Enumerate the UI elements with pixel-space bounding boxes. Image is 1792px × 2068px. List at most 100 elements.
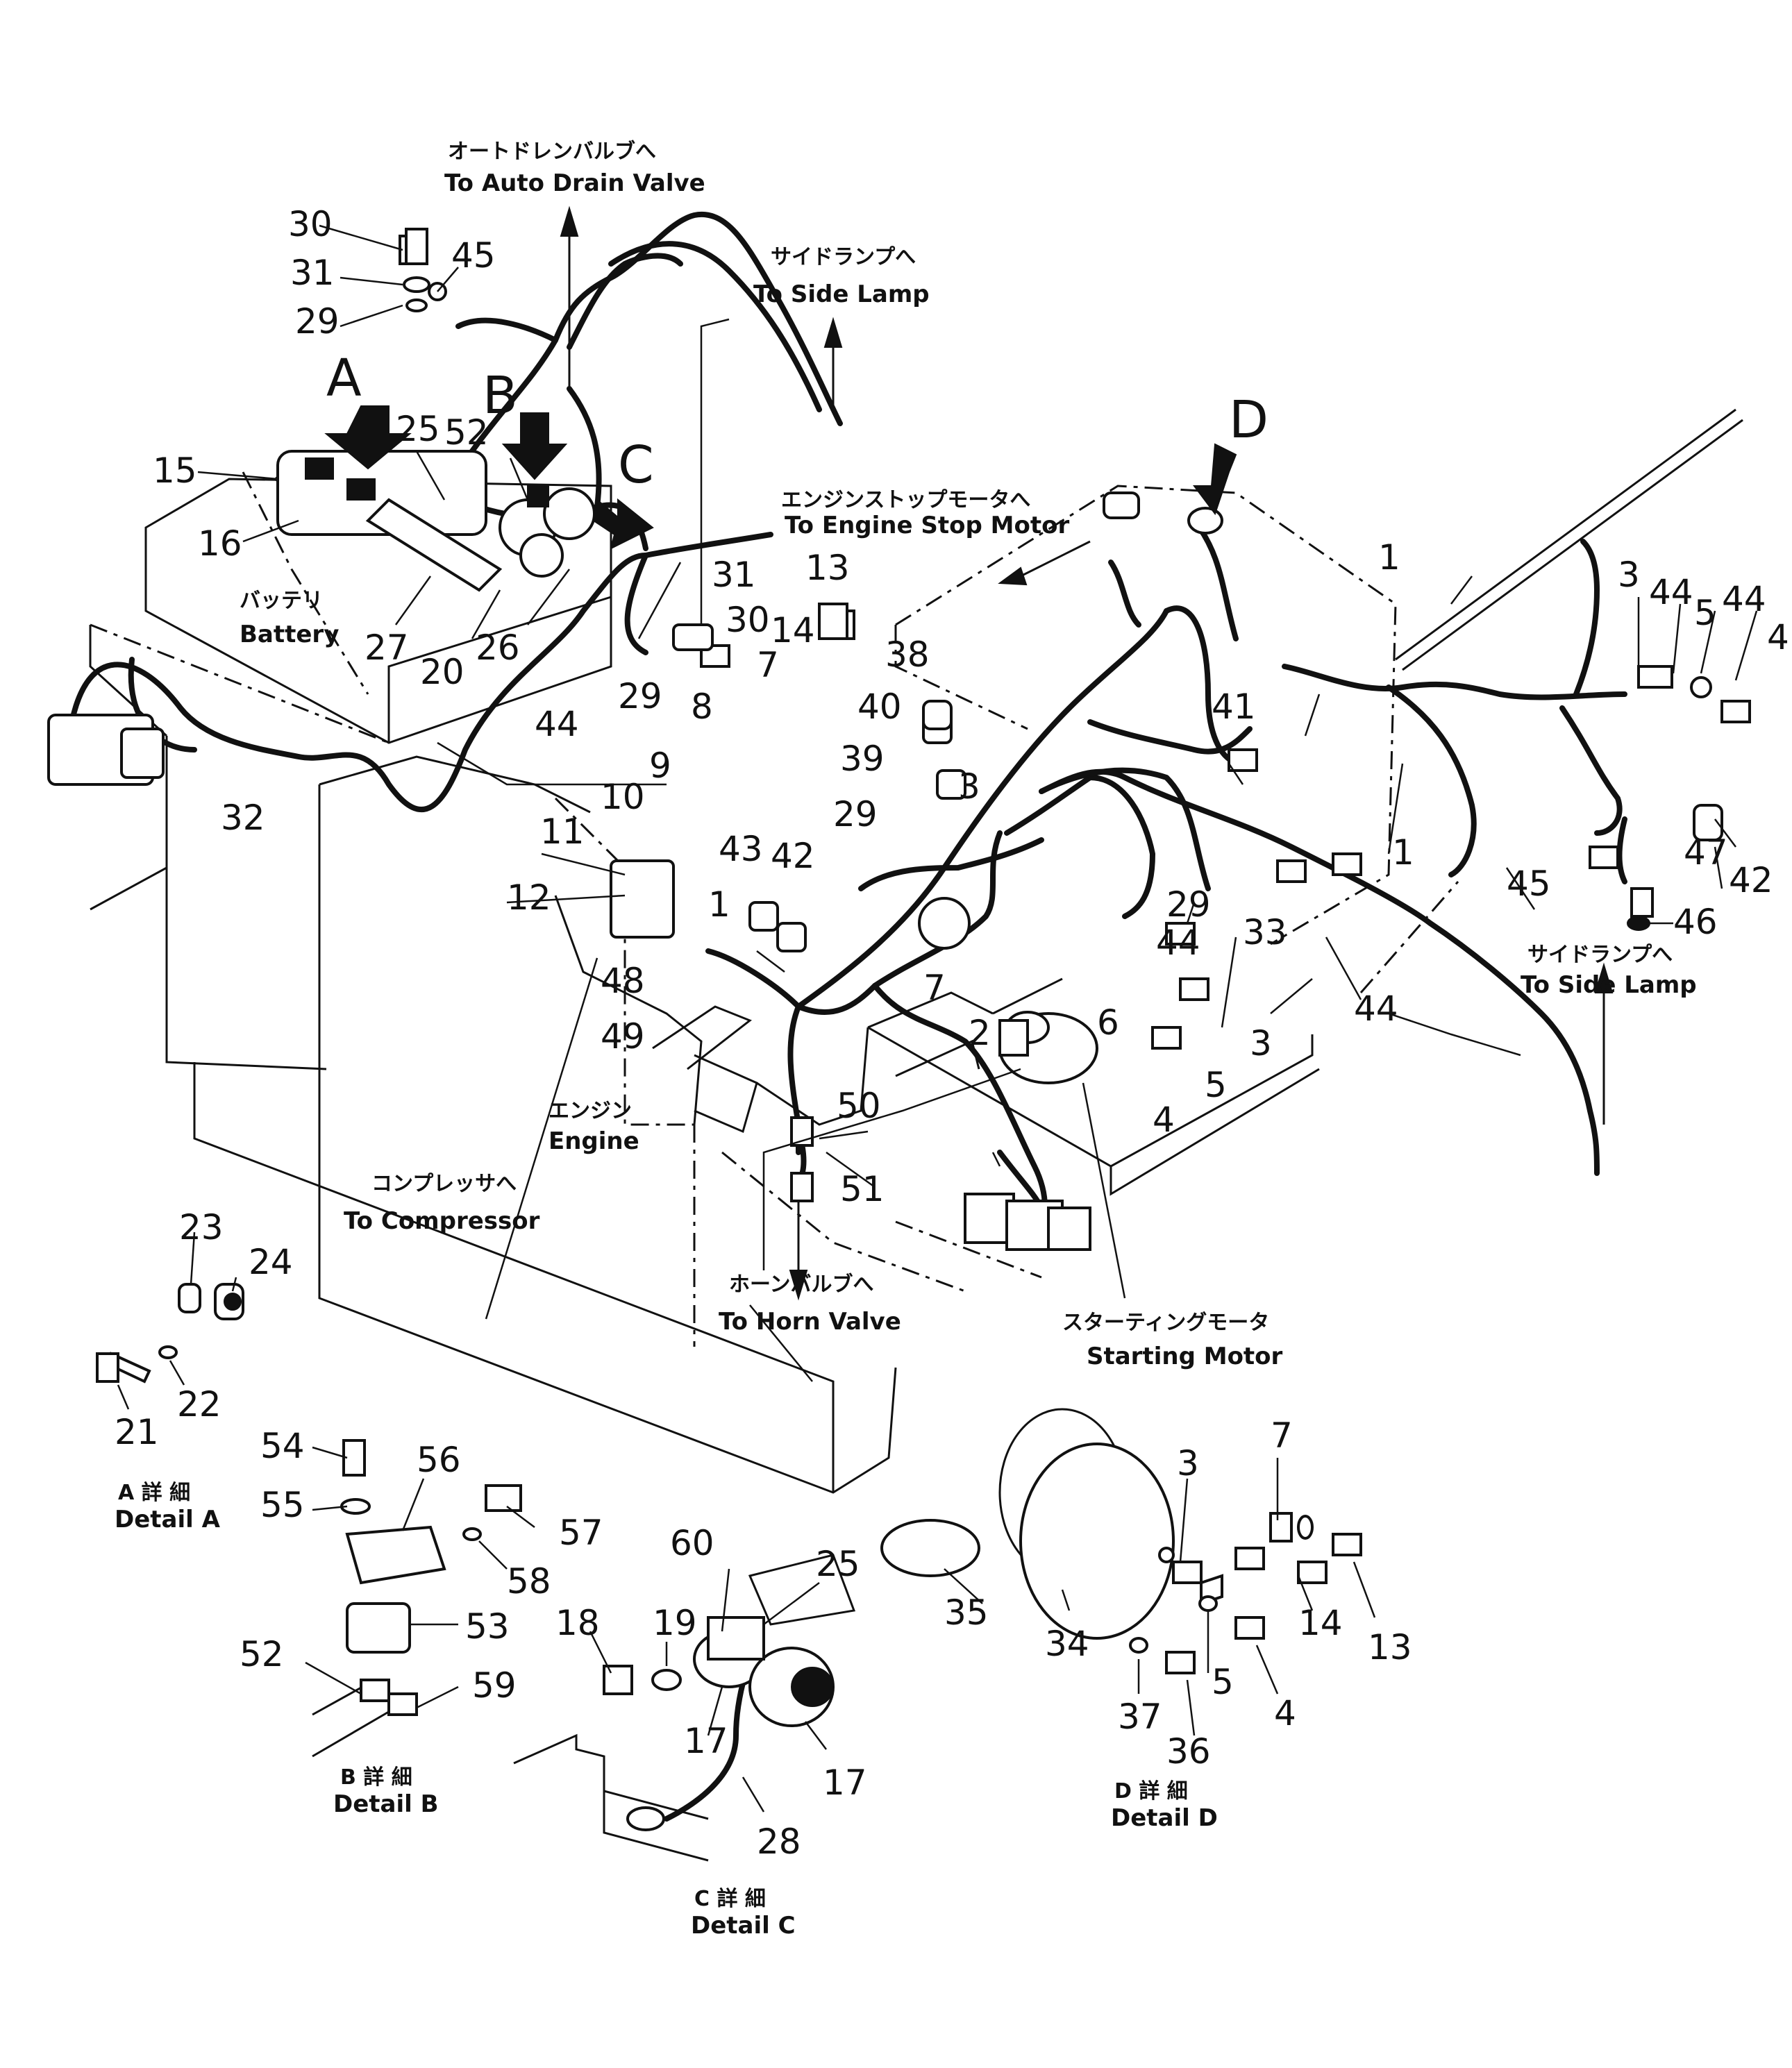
part-number: 55 <box>260 1485 305 1525</box>
part-number: 5 <box>1694 593 1716 633</box>
part-number: 52 <box>240 1634 284 1674</box>
part-number: 50 <box>837 1086 881 1126</box>
label-engine-en: Engine <box>549 1127 639 1155</box>
destination-labels: オートドレンバルブへ To Auto Drain Valve サイドランプへ T… <box>115 140 1697 1940</box>
part-number: 29 <box>833 794 878 834</box>
part-number: 19 <box>653 1603 697 1643</box>
part-number-labels: 30 31 29 45 15 16 25 52 27 20 26 44 29 3… <box>115 204 1789 1862</box>
part-number: 36 <box>1166 1731 1211 1772</box>
label-side-lamp-right-en: To Side Lamp <box>1521 971 1697 999</box>
part-number: 15 <box>153 451 197 491</box>
part-number: 31 <box>290 253 335 293</box>
detail-a-parts <box>96 1283 244 1384</box>
label-battery-jp: バッテリ <box>240 589 323 613</box>
part-number: 33 <box>1243 912 1287 952</box>
label-horn-jp: ホーンバルブへ <box>729 1272 874 1297</box>
part-number: 31 <box>712 555 756 595</box>
part-number: 2 <box>969 1013 991 1053</box>
part-number: 53 <box>465 1606 510 1647</box>
part-number: 4 <box>1153 1100 1175 1140</box>
label-detail-a-en: Detail A <box>115 1506 221 1533</box>
part-number: 23 <box>179 1207 224 1247</box>
part-number: 44 <box>535 704 579 744</box>
label-starting-jp: スターティングモータ <box>1062 1311 1269 1335</box>
label-compressor-en: To Compressor <box>344 1207 540 1235</box>
part-number: 58 <box>507 1561 551 1602</box>
part-number: 34 <box>1045 1624 1089 1664</box>
part-number: 57 <box>559 1513 603 1553</box>
part-number: 37 <box>1118 1697 1162 1737</box>
part-number: 39 <box>840 739 885 779</box>
label-battery-en: Battery <box>240 621 339 648</box>
label-engine-stop-jp: エンジンストップモータへ <box>781 488 1030 512</box>
part-number: 43 <box>719 829 763 869</box>
part-number: 46 <box>1673 902 1718 942</box>
part-number: 14 <box>1298 1603 1343 1643</box>
label-detail-c-en: Detail C <box>691 1912 796 1940</box>
part-number: 17 <box>823 1763 867 1803</box>
part-number: 1 <box>708 884 730 925</box>
part-number: 14 <box>771 610 815 650</box>
label-side-lamp-en: To Side Lamp <box>753 280 930 308</box>
part-number: 41 <box>1212 687 1256 727</box>
part-number: 29 <box>618 676 662 716</box>
detail-c-parts <box>513 1554 856 1862</box>
part-number: 38 <box>885 634 930 675</box>
detail-b-parts <box>312 1439 522 1758</box>
part-number: 7 <box>757 645 779 685</box>
part-number: 7 <box>1271 1415 1293 1456</box>
label-detail-c-jp: C 詳 細 <box>694 1887 766 1911</box>
part-number: 56 <box>417 1440 461 1480</box>
label-starting-en: Starting Motor <box>1087 1343 1283 1370</box>
part-number: 10 <box>601 777 645 817</box>
part-number: 29 <box>1166 884 1211 925</box>
wiring-harness <box>67 211 1743 1245</box>
part-number: 44 <box>1722 579 1766 619</box>
part-number: 48 <box>601 961 645 1001</box>
part-number: 49 <box>601 1016 645 1057</box>
part-number: 8 <box>691 687 713 727</box>
part-number: 44 <box>1156 923 1200 963</box>
part-number: 21 <box>115 1412 159 1452</box>
detail-callout-letters: A B C D <box>326 348 1268 495</box>
part-number: 47 <box>1684 832 1728 873</box>
callout-d: D <box>1229 390 1268 450</box>
part-number: 18 <box>555 1603 600 1643</box>
part-number: 17 <box>684 1721 728 1761</box>
part-number: 1 <box>1378 537 1400 578</box>
part-number: 5 <box>1205 1065 1227 1105</box>
part-number: 32 <box>221 798 265 838</box>
part-number: 30 <box>288 204 333 244</box>
label-engine-stop-en: To Engine Stop Motor <box>785 512 1069 539</box>
detail-d-parts <box>880 1408 1362 1674</box>
callout-a: A <box>326 348 362 408</box>
arrows <box>324 205 1614 1301</box>
part-number: 20 <box>420 652 464 692</box>
part-number: 1 <box>1392 832 1414 873</box>
part-number: 3 <box>1177 1443 1199 1483</box>
part-number: 26 <box>476 628 520 668</box>
label-detail-b-jp: B 詳 細 <box>340 1765 412 1790</box>
label-auto-drain-jp: オートドレンバルブへ <box>448 140 656 164</box>
part-number: 59 <box>472 1665 517 1706</box>
label-detail-b-en: Detail B <box>333 1790 439 1818</box>
part-number: 45 <box>451 235 496 276</box>
part-number: 60 <box>670 1523 714 1563</box>
part-number: 6 <box>1097 1002 1119 1043</box>
part-number: 22 <box>177 1384 221 1424</box>
leader-lines <box>117 224 1758 1813</box>
part-number: 52 <box>444 412 489 453</box>
part-number: 44 <box>1354 989 1398 1029</box>
part-number: 44 <box>1649 572 1693 612</box>
part-number: 54 <box>260 1426 305 1466</box>
part-number: 3 <box>1250 1023 1272 1064</box>
part-number: 4 <box>1767 617 1789 657</box>
part-number: 35 <box>944 1592 989 1633</box>
label-horn-en: To Horn Valve <box>719 1308 901 1336</box>
label-detail-d-en: Detail D <box>1111 1804 1218 1832</box>
part-number: 45 <box>1507 864 1551 904</box>
part-number: 24 <box>249 1242 293 1282</box>
part-number: 3 <box>1618 555 1640 595</box>
label-auto-drain-en: To Auto Drain Valve <box>444 169 705 197</box>
label-detail-a-jp: A 詳 細 <box>118 1481 190 1505</box>
